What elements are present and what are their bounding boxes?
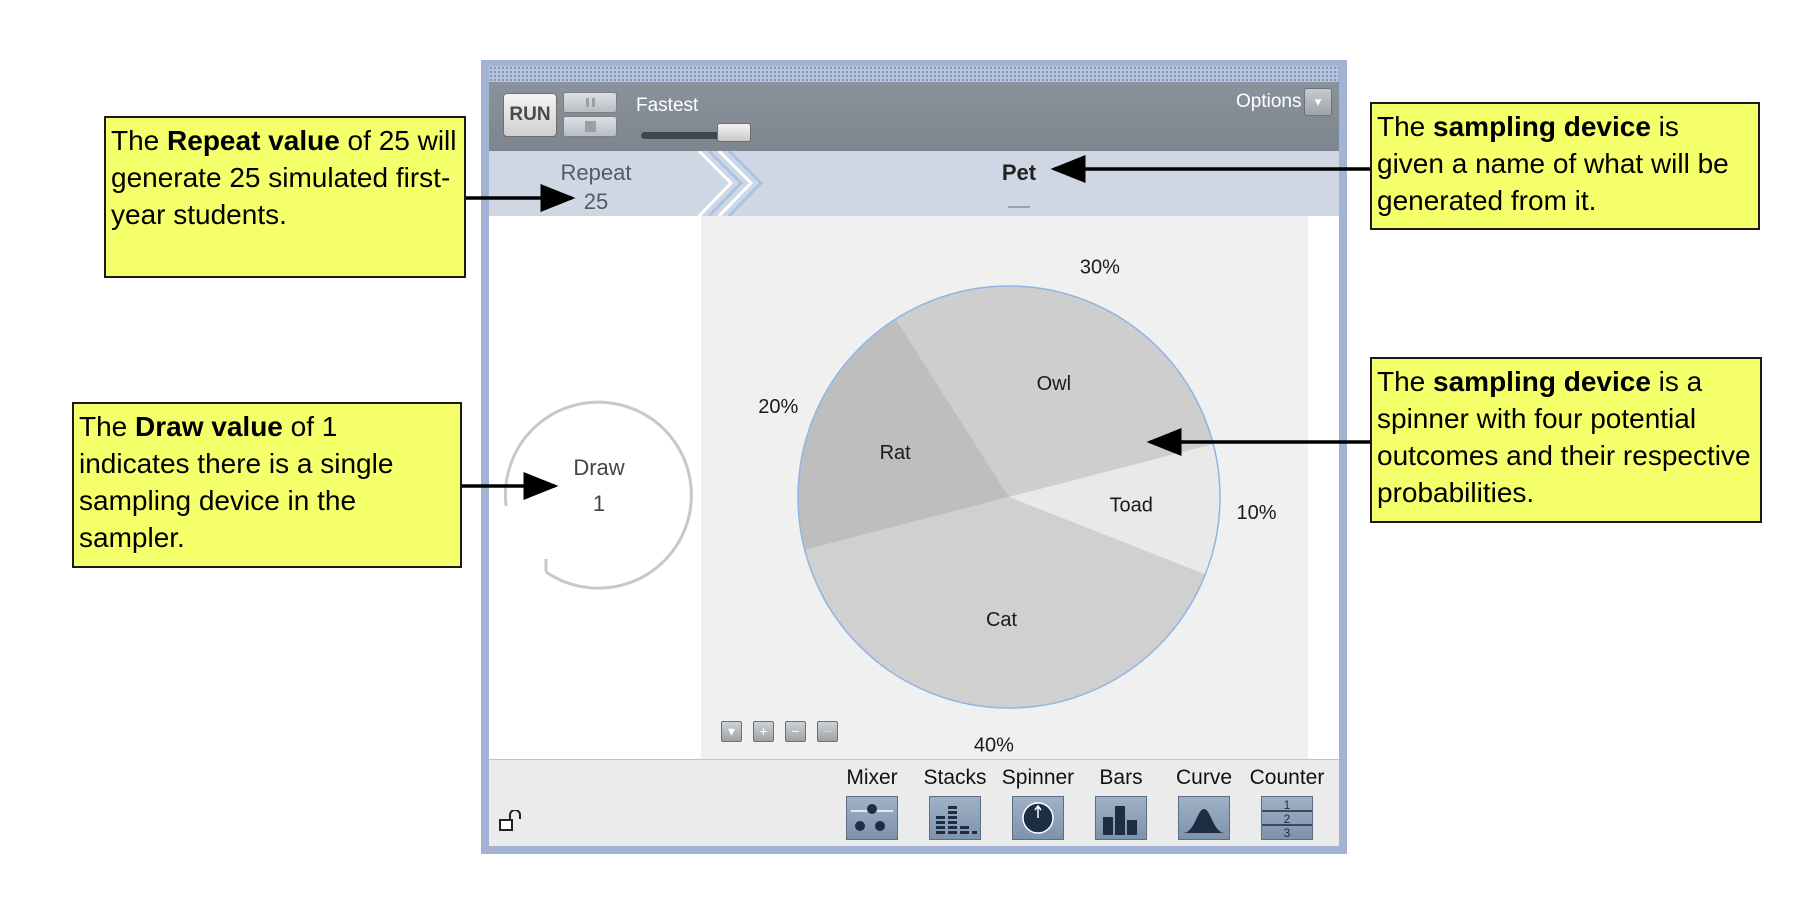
- spinner-wedge-owl[interactable]: [895, 286, 1214, 497]
- draw-callout-text-2: of 1 indicates there is a single samplin…: [79, 411, 394, 553]
- spinner-label-owl[interactable]: Owl: [1037, 373, 1071, 395]
- spinner-percent-toad: 10%: [1237, 502, 1277, 524]
- repeat-callout-text-1: The: [111, 125, 168, 156]
- window-title-bar[interactable]: [489, 66, 1339, 82]
- palette-stacks-label: Stacks: [923, 766, 987, 789]
- spinner-icon: [1012, 796, 1064, 840]
- panel-gutter: [1308, 216, 1339, 759]
- draw-callout: The Draw value of 1 indicates there is a…: [72, 402, 462, 568]
- name-callout: The sampling device is given a name of w…: [1370, 102, 1760, 230]
- spinner-callout: The sampling device is a spinner with fo…: [1370, 357, 1762, 523]
- spinner-percent-owl: 30%: [1080, 256, 1120, 278]
- sampler-toolbar: RUN Fastest Options ▾: [489, 82, 1339, 151]
- curve-icon: [1178, 796, 1230, 840]
- sampler-window: RUN Fastest Options ▾ Repeat 25 Pet Draw…: [481, 60, 1347, 854]
- palette-bars-label: Bars: [1099, 766, 1143, 789]
- draw-callout-bold: Draw value: [135, 411, 283, 442]
- palette-mixer[interactable]: Mixer: [830, 766, 914, 840]
- spinner-device[interactable]: Owl 30% Toad 10% Cat 40% Rat 20%: [701, 216, 1308, 759]
- palette-spinner[interactable]: Spinner: [996, 766, 1080, 840]
- palette-counter[interactable]: Counter 1 2 3: [1245, 766, 1329, 840]
- draw-label: Draw: [573, 455, 625, 480]
- counter-digit-3: 3: [1284, 826, 1291, 839]
- counter-icon: 1 2 3: [1261, 796, 1313, 840]
- repeat-callout-bold: Repeat value: [167, 125, 340, 156]
- zoom-menu-icon[interactable]: ▾: [721, 721, 742, 742]
- name-edit-cursor: [1008, 206, 1030, 208]
- palette-stacks[interactable]: Stacks: [913, 766, 997, 840]
- spinner-percent-cat: 40%: [974, 735, 1014, 757]
- spinner-outline: [797, 285, 1221, 709]
- counter-digit-1: 1: [1284, 798, 1291, 812]
- zoom-in-icon[interactable]: +: [753, 721, 774, 742]
- palette-spinner-label: Spinner: [1001, 766, 1075, 789]
- palette-mixer-label: Mixer: [846, 766, 898, 789]
- draw-value[interactable]: 1: [592, 491, 606, 516]
- mixer-icon: [846, 796, 898, 840]
- spinner-callout-bold: sampling device: [1433, 366, 1651, 397]
- spinner-wedge-toad[interactable]: [1009, 444, 1220, 575]
- sampler-header: Repeat 25 Pet: [489, 151, 1339, 216]
- counter-digit-2: 2: [1284, 812, 1291, 826]
- stacks-icon: [929, 796, 981, 840]
- draw-panel: Draw 1: [489, 216, 701, 759]
- stop-button[interactable]: [563, 116, 617, 137]
- spinner-percent-rat: 20%: [758, 396, 798, 418]
- spinner-wedge-cat[interactable]: [804, 497, 1206, 708]
- unlock-icon[interactable]: [499, 810, 523, 834]
- chevron-arrows-icon: [697, 151, 764, 216]
- spinner-label-toad[interactable]: Toad: [1109, 494, 1152, 516]
- spinner-panel: Owl 30% Toad 10% Cat 40% Rat 20% ▾ + − ···: [701, 216, 1308, 759]
- palette-curve-label: Curve: [1175, 766, 1233, 789]
- device-name-label[interactable]: Pet: [1001, 160, 1037, 185]
- name-callout-text-2: is given a name of what will be generate…: [1377, 111, 1729, 216]
- more-options-icon[interactable]: ···: [817, 721, 838, 742]
- spinner-wedge-rat[interactable]: [798, 319, 1009, 550]
- pause-icon: [585, 98, 595, 107]
- draw-callout-text-1: The: [79, 411, 136, 442]
- draw-loop-icon: [503, 400, 693, 590]
- repeat-callout-text-2: of 25 will generate 25 simulated first-y…: [111, 125, 457, 230]
- spinner-callout-text-1: The: [1377, 366, 1434, 397]
- repeat-label: Repeat: [560, 160, 632, 185]
- palette-bars[interactable]: Bars: [1079, 766, 1163, 840]
- palette-curve[interactable]: Curve: [1162, 766, 1246, 840]
- run-button[interactable]: RUN: [503, 93, 557, 137]
- palette-counter-label: Counter: [1249, 766, 1325, 789]
- speed-label: Fastest: [636, 95, 699, 116]
- device-palette: Mixer Stacks: [489, 759, 1339, 846]
- name-callout-bold: sampling device: [1433, 111, 1651, 142]
- repeat-callout: The Repeat value of 25 will generate 25 …: [104, 116, 466, 278]
- speed-slider-thumb[interactable]: [717, 123, 751, 142]
- zoom-out-icon[interactable]: −: [785, 721, 806, 742]
- repeat-value[interactable]: 25: [583, 189, 609, 214]
- options-dropdown-icon[interactable]: ▾: [1304, 88, 1332, 116]
- options-label[interactable]: Options: [1236, 91, 1302, 112]
- bars-icon: [1095, 796, 1147, 840]
- spinner-label-rat[interactable]: Rat: [880, 442, 912, 464]
- spinner-label-cat[interactable]: Cat: [986, 609, 1018, 631]
- speed-slider-track[interactable]: [641, 132, 744, 139]
- spinner-callout-text-2: is a spinner with four potential outcome…: [1377, 366, 1751, 508]
- pause-button[interactable]: [563, 92, 617, 113]
- stop-icon: [584, 121, 596, 132]
- name-callout-text-1: The: [1377, 111, 1434, 142]
